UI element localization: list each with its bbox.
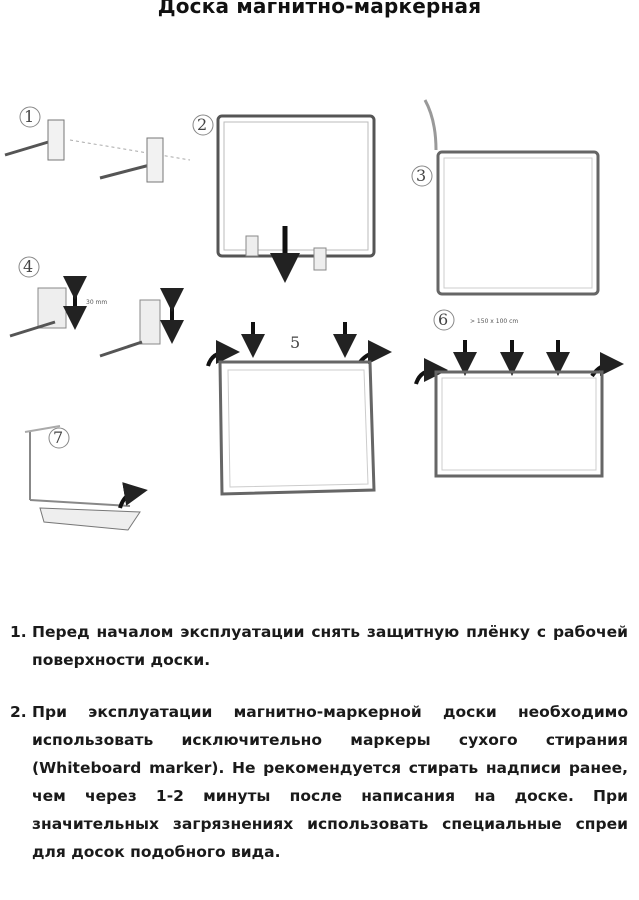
- step-5-diagram: 5: [206, 322, 392, 496]
- screw-icon: [9, 320, 56, 338]
- mount-measure-label: 30 mm: [86, 299, 107, 306]
- step-2-diagram: 2: [192, 114, 376, 283]
- curved-arrow-icon: [118, 482, 148, 509]
- curved-arrow-icon: [590, 352, 624, 378]
- instruction-item: 1. Перед началом эксплуатации снять защи…: [10, 618, 628, 674]
- curved-arrow-icon: [206, 340, 240, 367]
- whiteboard-icon: [436, 150, 600, 296]
- instruction-text: Перед началом эксплуатации снять защитну…: [32, 623, 628, 669]
- instructions-list: 1. Перед началом эксплуатации снять защи…: [10, 618, 628, 866]
- curved-arrow-icon: [414, 358, 448, 385]
- step-6-diagram: 6 > 150 x 100 cm: [414, 309, 624, 478]
- mounting-bracket-icon: [37, 287, 67, 329]
- installation-diagram: 1 2 3 4 30 mm 5: [4, 99, 624, 531]
- curved-arrow-icon: [358, 340, 392, 365]
- screw-icon: [99, 340, 143, 358]
- screw-icon: [99, 163, 151, 180]
- screw-icon: [4, 138, 56, 157]
- step-4-diagram: 4 30 mm: [9, 256, 184, 358]
- instruction-text: При эксплуатации магнитно-маркерной доск…: [32, 703, 628, 861]
- step-2-label: 2: [197, 115, 207, 134]
- step-7-label: 7: [53, 428, 63, 447]
- mounting-bracket-icon: [47, 119, 65, 161]
- step-1-label: 1: [24, 107, 34, 126]
- step-3-label: 3: [416, 166, 426, 185]
- step-7-diagram: 7: [24, 425, 148, 531]
- instruction-number: 1.: [10, 623, 27, 641]
- whiteboard-icon: [434, 370, 604, 478]
- mounting-bracket-icon: [146, 137, 164, 183]
- marker-tray-icon: [39, 507, 141, 531]
- step-3-diagram: 3: [411, 99, 600, 296]
- step-6-label: 6: [438, 310, 448, 329]
- step-5-label: 5: [290, 333, 300, 352]
- instruction-item: 2. При эксплуатации магнитно-маркерной д…: [10, 698, 628, 866]
- step-4-label: 4: [23, 257, 33, 276]
- dimension-label: > 150 x 100 cm: [470, 318, 518, 325]
- whiteboard-icon: [218, 360, 376, 496]
- step-1-diagram: 1: [4, 106, 191, 183]
- page-title: Доска магнитно-маркерная: [157, 0, 482, 18]
- mounting-bracket-icon: [139, 299, 161, 345]
- instruction-number: 2.: [10, 703, 27, 721]
- whiteboard-icon: [216, 114, 376, 258]
